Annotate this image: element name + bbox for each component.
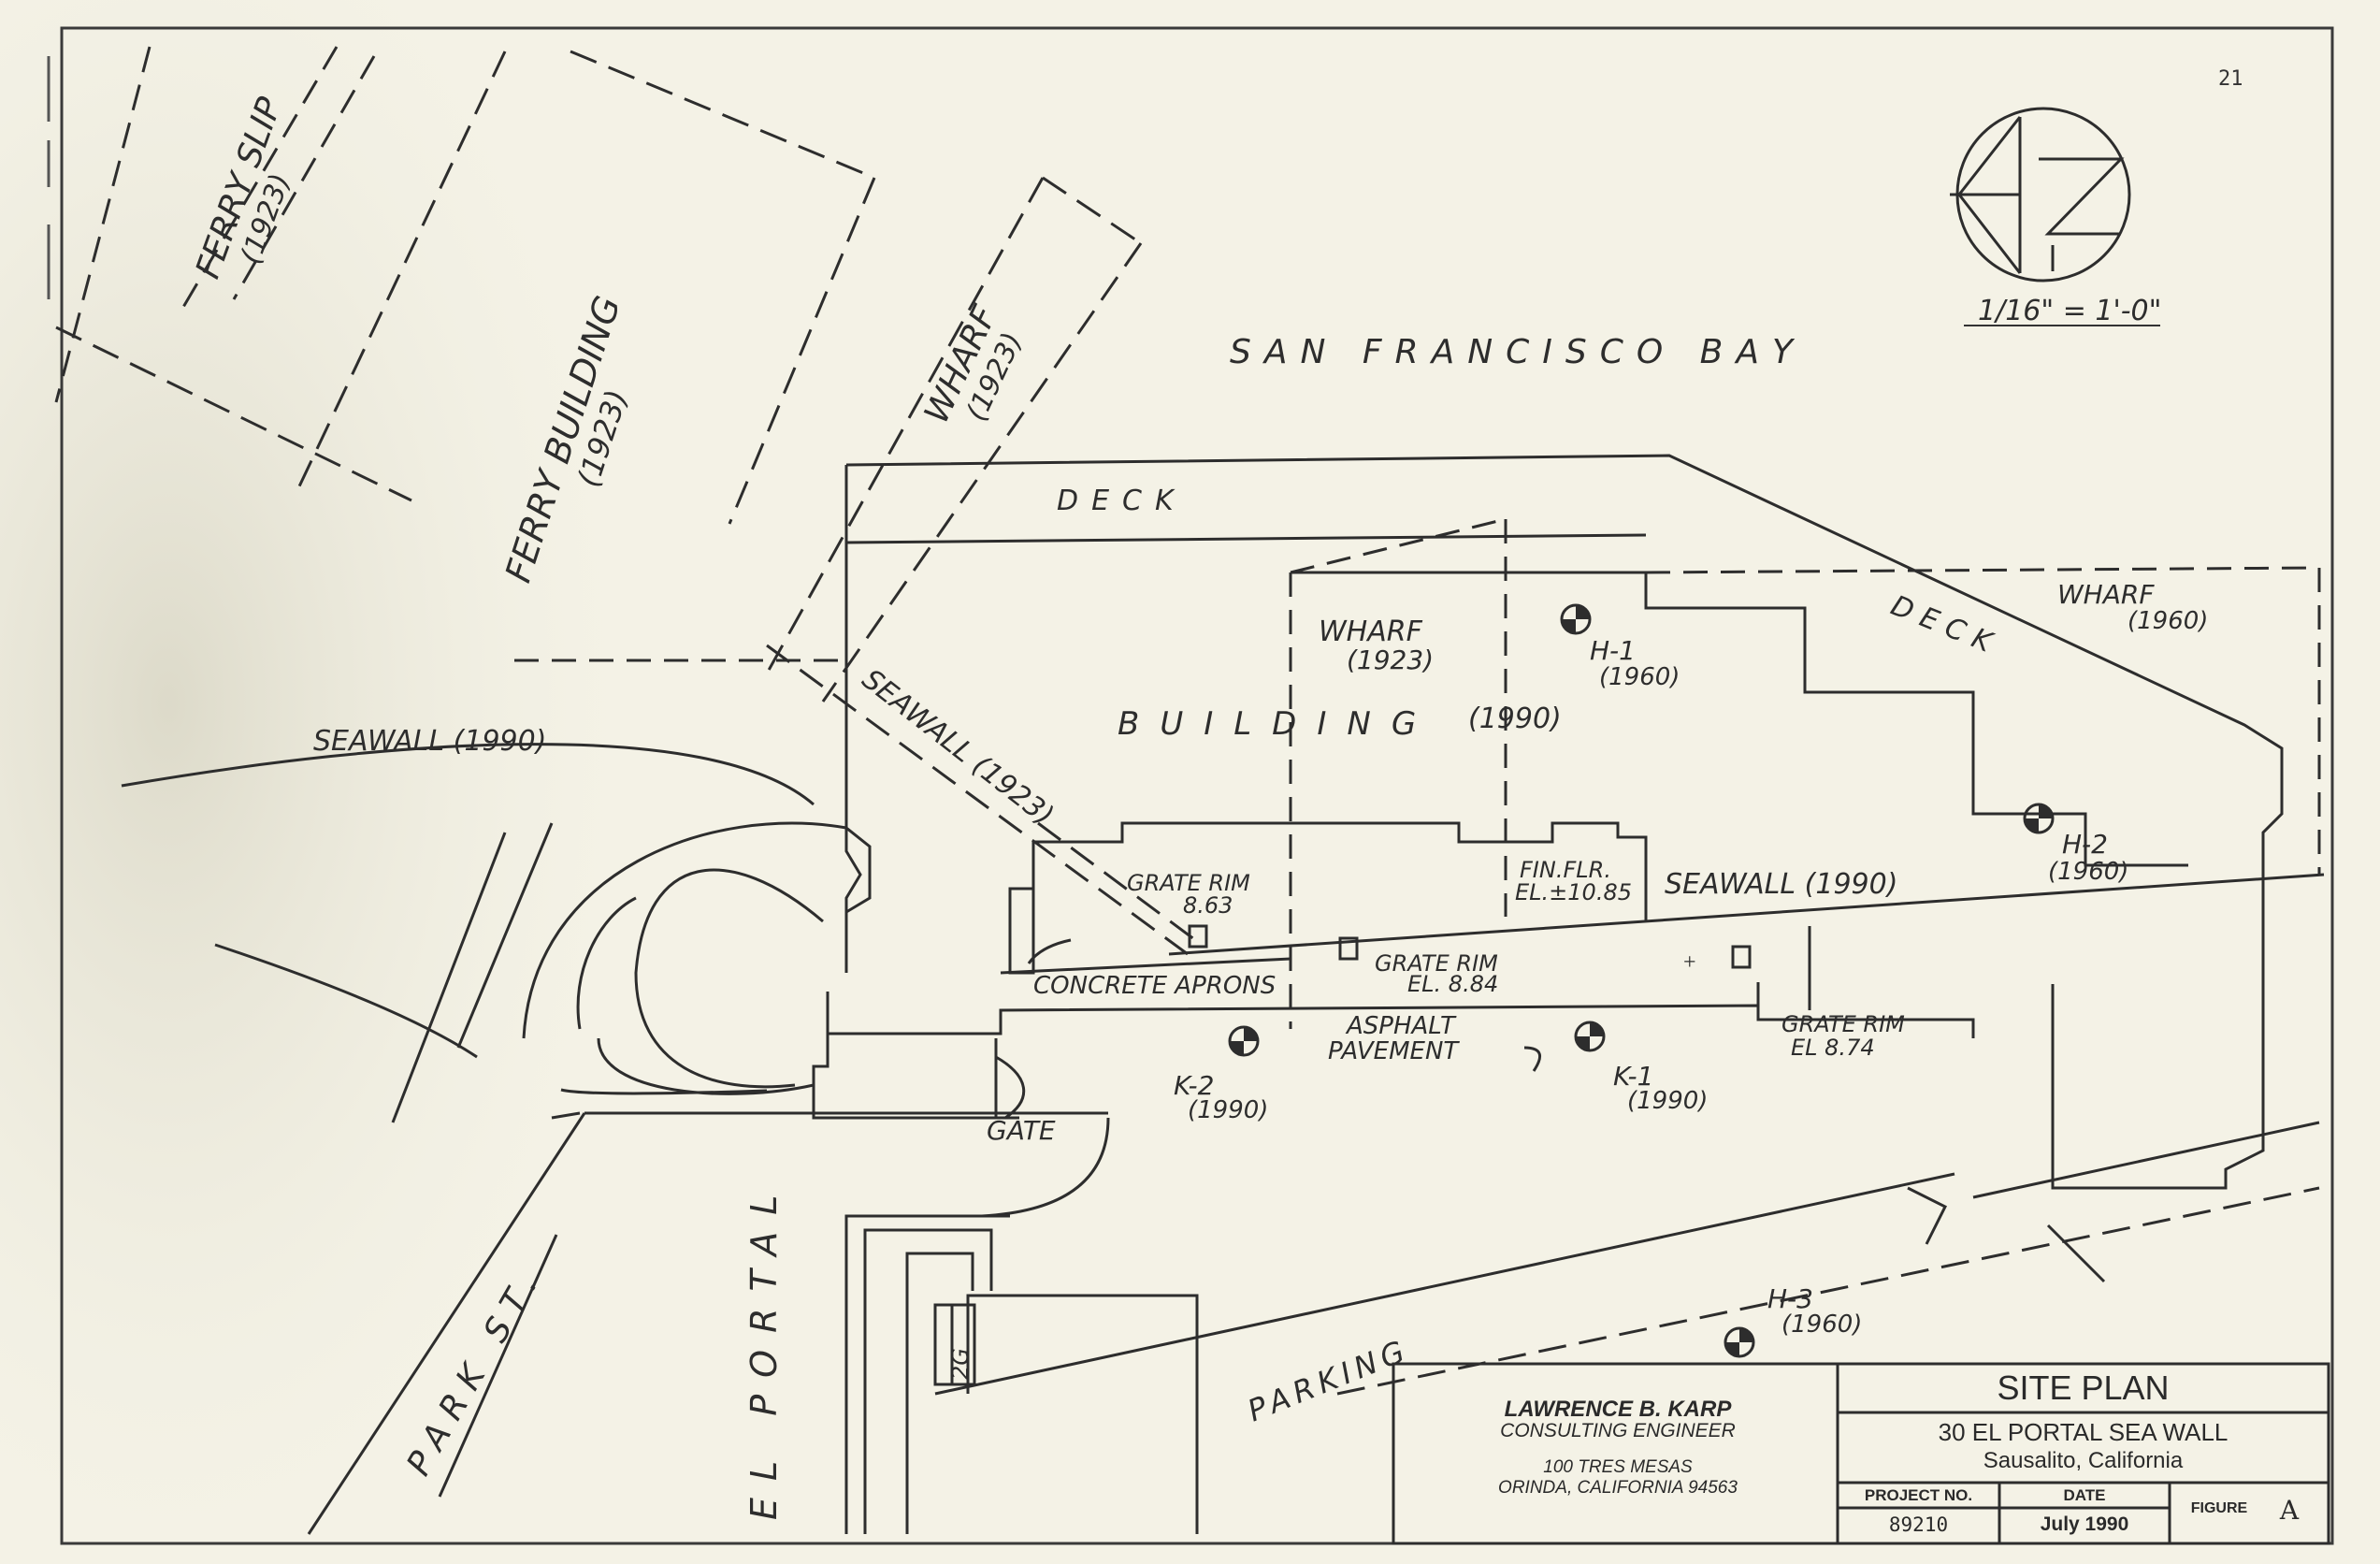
svg-text:SEAWALL (1923): SEAWALL (1923) <box>856 663 1060 833</box>
streets <box>307 822 586 1535</box>
project-no-label: PROJECT NO. <box>1864 1486 1973 1504</box>
grate-rim-2-label: GRATE RIM <box>1375 950 1498 977</box>
sheet-border <box>60 26 2334 1545</box>
date-value: July 1990 <box>2040 1513 2129 1535</box>
k1-label: K-1 <box>1613 1061 1653 1092</box>
svg-text:PARKING: PARKING <box>1243 1332 1415 1429</box>
k2-label: K-2 <box>1174 1070 1214 1101</box>
gate-arc <box>981 1055 1110 1218</box>
concrete-aprons-arrow <box>1027 938 1072 964</box>
wharf-1923-label: WHARF <box>1319 615 1423 648</box>
boring-h3-symbol <box>1724 1326 1755 1358</box>
h1-year-label: (1960) <box>1599 663 1680 691</box>
lower-building <box>844 1214 1199 1534</box>
address-line-1: 100 TRES MESAS <box>1543 1457 1693 1477</box>
deck-right-label: DECK <box>1886 589 2005 662</box>
figure-value: A <box>2279 1495 2300 1526</box>
asphalt-label: ASPHALT <box>1345 1012 1457 1040</box>
h3-label: H-3 <box>1767 1283 1813 1314</box>
parking-dashed-line <box>1336 1186 2320 1396</box>
boring-h1-symbol <box>1560 603 1592 635</box>
deck-top-label: DECK <box>1057 485 1187 517</box>
building-label: BUILDING <box>1118 705 1436 743</box>
seawall-1990-curve <box>121 743 815 806</box>
seawall-1990-left-label: SEAWALL (1990) <box>313 725 546 758</box>
property-line <box>844 454 2284 1190</box>
building-walls <box>584 821 1975 1120</box>
grate-3-symbol <box>1731 945 1752 969</box>
asphalt-arrow <box>1523 1046 1542 1072</box>
k1-year-label: (1990) <box>1627 1087 1708 1115</box>
pavement-label: PAVEMENT <box>1328 1037 1460 1065</box>
date-label: DATE <box>2063 1486 2106 1504</box>
building-year-label: (1990) <box>1468 702 1562 735</box>
bay-label: SAN FRANCISCO BAY <box>1230 333 1806 371</box>
grate-rim-3-el: EL 8.74 <box>1791 1035 1875 1061</box>
wharf-outlines <box>514 517 2321 1029</box>
svg-text:EL PORTAL: EL PORTAL <box>743 1179 785 1520</box>
wharf-1923-diagonal-outline <box>765 176 1143 702</box>
grate-rim-2-el: EL. 8.84 <box>1407 971 1498 997</box>
ferry-slip-outline <box>54 46 376 403</box>
figure-label: FIGURE <box>2190 1500 2248 1516</box>
fin-flr-label: FIN.FLR. <box>1520 857 1611 883</box>
h3-year-label: (1960) <box>1781 1311 1862 1339</box>
project-title: 30 EL PORTAL SEA WALL <box>1938 1418 2229 1446</box>
fin-flr-marker: + <box>1683 950 1696 975</box>
svg-text:2G: 2G <box>947 1348 974 1380</box>
project-location: Sausalito, California <box>1983 1448 2184 1473</box>
project-no: 89210 <box>1888 1513 1949 1536</box>
seawall-1923-label: SEAWALL (1923) <box>856 663 1060 833</box>
seawall-1990-right-label: SEAWALL (1990) <box>1665 868 1897 901</box>
engineer-title: CONSULTING ENGINEER <box>1500 1420 1736 1441</box>
grate-rim-1-value: 8.63 <box>1183 892 1233 919</box>
h2-year-label: (1960) <box>2048 858 2128 886</box>
el-portal-label: EL PORTAL <box>743 1179 785 1520</box>
h2-label: H-2 <box>2062 829 2108 860</box>
svg-text:DECK: DECK <box>1886 589 2005 662</box>
wharf-1960-label: WHARF <box>2057 579 2155 610</box>
scale-note: 1/16" = 1'-0" <box>1978 295 2161 327</box>
unit-2g-label: 2G <box>947 1348 974 1380</box>
paper-shading <box>0 0 842 1564</box>
grate-rim-1-label: GRATE RIM <box>1127 870 1250 896</box>
title-block <box>1392 1362 2330 1545</box>
sheet-title: SITE PLAN <box>1997 1368 2170 1407</box>
fin-flr-el: EL.±10.85 <box>1515 879 1632 905</box>
north-arrow-icon <box>1950 107 2131 282</box>
boring-k2-symbol <box>1228 1025 1260 1057</box>
ferry-building-outline <box>55 50 876 525</box>
parking-lines <box>934 1121 2320 1396</box>
seawall-1990-right-line <box>1168 873 2325 956</box>
k2-year-label: (1990) <box>1188 1096 1268 1124</box>
address-line-2: ORINDA, CALIFORNIA 94563 <box>1498 1478 1738 1498</box>
engineer-name: LAWRENCE B. KARP <box>1504 1397 1732 1422</box>
gate-label: GATE <box>987 1115 1056 1146</box>
grate-rim-3-label: GRATE RIM <box>1781 1011 1905 1037</box>
grate-2-symbol <box>1338 936 1359 961</box>
boring-k1-symbol <box>1574 1021 1606 1052</box>
boring-h2-symbol <box>2023 803 2055 834</box>
wharf-1923-year-label: (1923) <box>1347 644 1434 675</box>
h1-label: H-1 <box>1590 635 1636 666</box>
parking-label: PARKING <box>1243 1332 1415 1429</box>
grate-1-symbol <box>1188 924 1208 949</box>
seawall-1923-line <box>766 644 1203 956</box>
concrete-aprons-label: CONCRETE APRONS <box>1033 972 1276 1000</box>
cul-de-sac <box>214 821 847 1095</box>
page-number: 21 <box>2218 67 2243 91</box>
wharf-1960-year-label: (1960) <box>2128 607 2208 635</box>
